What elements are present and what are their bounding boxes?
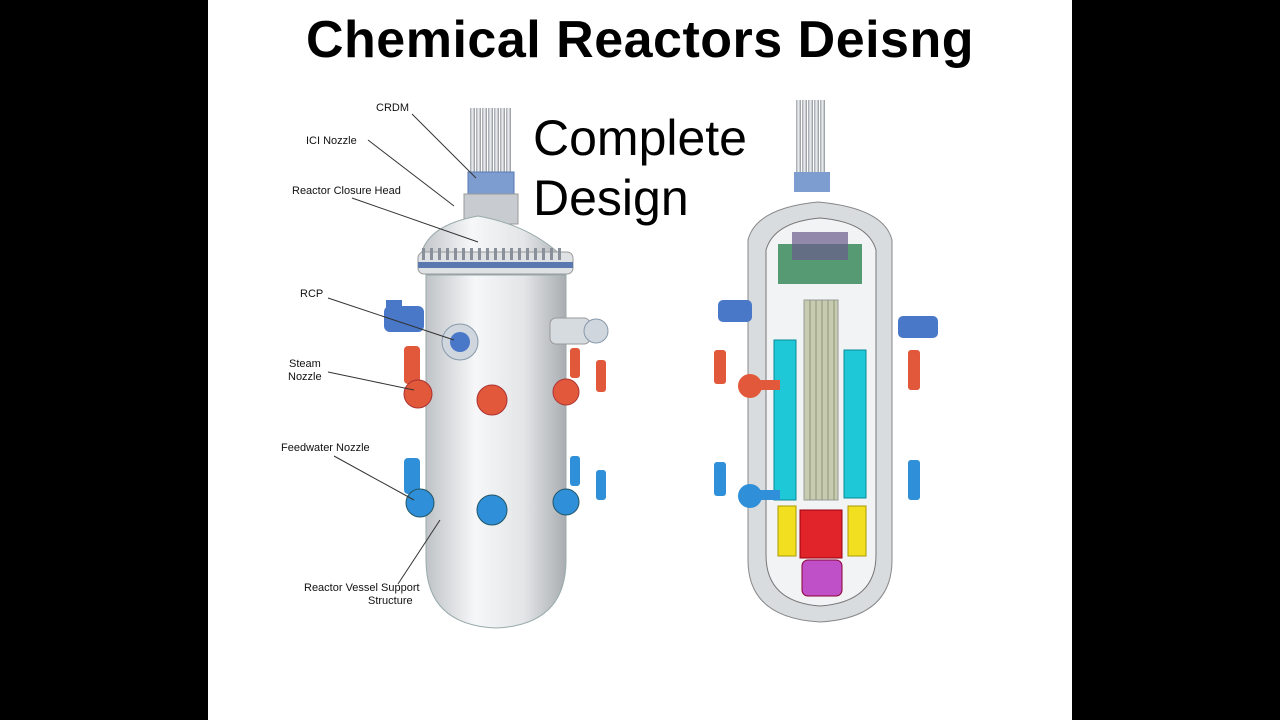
label-support-line2: Structure xyxy=(368,595,413,607)
leader-lines xyxy=(327,113,479,585)
label-rcp: RCP xyxy=(300,288,323,300)
external-vessel xyxy=(384,108,609,629)
reactor-diagram: CRDM ICI Nozzle Reactor Closure Head RCP… xyxy=(281,100,938,629)
label-steam-nozzle-line1: Steam xyxy=(289,358,321,370)
rcp-pump xyxy=(384,300,609,361)
slide: Chemical Reactors Deisng xyxy=(208,0,1072,720)
cutaway-vessel xyxy=(714,100,938,623)
label-steam-nozzle-line2: Nozzle xyxy=(288,371,322,383)
subtitle-line2: Design xyxy=(533,170,689,226)
steam-nozzles xyxy=(403,346,606,416)
label-closure-head: Reactor Closure Head xyxy=(292,185,401,197)
subtitle-line1: Complete xyxy=(533,110,747,166)
crdm-rods xyxy=(463,108,519,225)
label-feedwater-nozzle: Feedwater Nozzle xyxy=(281,442,370,454)
subtitle: Complete Design xyxy=(533,108,747,228)
label-crdm: CRDM xyxy=(376,102,409,114)
slide-title: Chemical Reactors Deisng xyxy=(305,11,975,69)
label-ici-nozzle: ICI Nozzle xyxy=(306,135,357,147)
label-support-line1: Reactor Vessel Support xyxy=(304,582,420,594)
feedwater-nozzles xyxy=(404,456,606,526)
